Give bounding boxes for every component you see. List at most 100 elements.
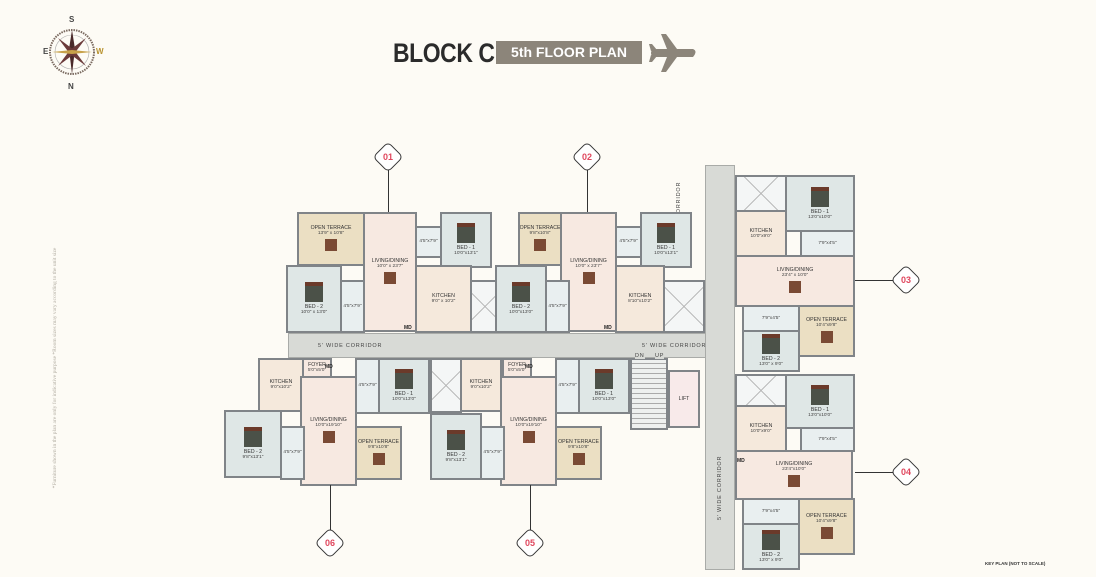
bed-icon (512, 282, 530, 302)
unit-pointer-line (388, 170, 389, 212)
unit-02-toilet2: 4'5"x7'9" (545, 280, 570, 333)
room-size: 9'8"x13'1" (242, 455, 264, 460)
unit-marker-02: 02 (571, 141, 603, 173)
room-name: LIVING/DINING (775, 461, 813, 467)
lift-label: LIFT (678, 396, 690, 402)
staircase (630, 358, 668, 430)
room-name: BED - 2 (761, 356, 781, 362)
room-size: 7'9"x4'5" (818, 436, 837, 442)
room-size: 10'4"x9'8" (816, 518, 837, 524)
table-icon (820, 526, 833, 539)
room-name: BED - 2 (511, 304, 531, 310)
room-size: 9'8"x10'8" (368, 445, 389, 450)
room-name: LIVING/DINING (776, 267, 814, 273)
bed-icon (595, 369, 613, 389)
room-size: 10'0"x19'10" (515, 423, 542, 428)
compass-south-label: S (69, 15, 75, 24)
unit-number: 02 (581, 152, 592, 162)
room-name: FOYER (308, 362, 326, 368)
room-size: 4'5"x7'9" (548, 303, 567, 309)
unit-marker-01: 01 (372, 141, 404, 173)
room-name: KITCHEN (432, 293, 455, 299)
compass-north-label: N (68, 82, 74, 91)
unit-pointer-line (855, 472, 893, 473)
table-icon (572, 453, 585, 465)
room-name: LIVING/DINING (510, 417, 547, 423)
room-size: 7'9"x4'5" (761, 315, 781, 321)
unit-pointer-line (330, 485, 331, 530)
room-size: 10'0"x13'0" (509, 310, 533, 315)
shaft (735, 175, 787, 212)
bed-icon (395, 369, 413, 389)
unit-01-toilet2: 4'5"x7'9" (340, 280, 365, 333)
bed-icon (811, 186, 829, 207)
stairs-down-label: DN (635, 353, 645, 359)
room-size: 13'9" x 10'8" (317, 231, 345, 236)
room-name: KITCHEN (749, 227, 773, 234)
room-size: 23'4"x10'0" (782, 467, 806, 472)
airplane-icon (647, 32, 699, 74)
unit-marker-05: 05 (514, 527, 546, 559)
room-size: 4'5"x7'9" (358, 383, 377, 388)
room-size: 10'0"x9'0" (750, 233, 772, 239)
room-name: OPEN TERRACE (519, 225, 561, 231)
table-icon (522, 431, 535, 443)
room-name: BED - 2 (446, 451, 466, 458)
table-icon (534, 239, 546, 251)
main-door-label: MD (525, 364, 533, 370)
room-size: 10'0"x19'10" (315, 423, 342, 428)
room-name: BED - 2 (761, 551, 781, 558)
room-name: LIVING/DINING (570, 258, 607, 264)
room-size: 9'0" x 10'2" (431, 299, 456, 304)
bed-icon (762, 529, 780, 550)
unit-marker-04: 04 (890, 456, 922, 488)
room-size: 4'5"x7'9" (283, 450, 302, 455)
room-size: 9'8"x10'8" (529, 231, 551, 236)
page-title: BLOCK C (393, 38, 495, 68)
main-door-label: MD (737, 458, 745, 464)
shaft (470, 280, 500, 333)
unit-02-toilet1: 4'5"x7'9" (615, 226, 642, 258)
floor-plan-banner: 5th FLOOR PLAN (496, 41, 642, 64)
room-size: 5'0"x5'0" (307, 368, 327, 373)
room-size: 10'4"x9'8" (816, 323, 837, 328)
bed-icon (657, 223, 675, 243)
table-icon (789, 281, 801, 293)
vertical-corridor (705, 165, 735, 570)
room-name: BED - 1 (594, 391, 614, 397)
table-icon (384, 272, 396, 284)
room-size: 13'0" x 9'0" (759, 557, 783, 563)
room-size: 13'0" x 9'0" (759, 362, 783, 367)
corridor-label: 5' WIDE CORRIDOR (642, 343, 707, 349)
unit-05-toilet1: 4'5"x7'9" (555, 358, 580, 414)
table-icon (322, 431, 335, 443)
corridor-label: 5' WIDE CORRIDOR (318, 343, 383, 349)
room-name: BED - 1 (810, 406, 830, 413)
bed-icon (447, 429, 465, 450)
unit-pointer-line (530, 485, 531, 530)
unit-04-toilet2: 7'9"x4'5" (742, 498, 800, 525)
room-size: 10'0" x 23'7" (376, 264, 404, 269)
disclaimer-note: *Furniture shown in the plan are only fo… (52, 247, 58, 489)
room-name: KITCHEN (749, 422, 773, 429)
room-size: 4'5"x7'9" (483, 450, 502, 455)
